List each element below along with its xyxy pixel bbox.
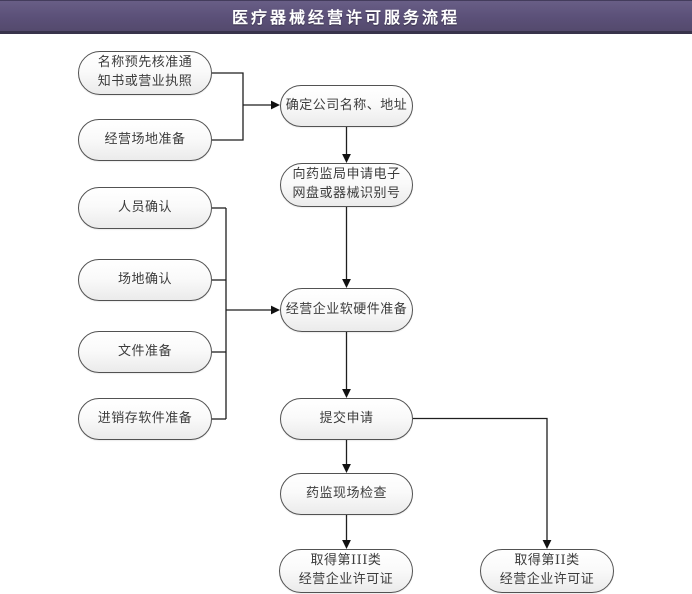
edge-preparation-to-confirm-company [212, 72, 280, 141]
flow-node-documents-prepare: 文件准备 [78, 331, 212, 373]
page-title: 医疗器械经营许可服务流程 [231, 8, 460, 27]
edge-submit-to-class2 [413, 417, 552, 549]
flow-node-inventory-software-prepare: 进销存软件准备 [78, 398, 212, 440]
flow-node-submit-application: 提交申请 [280, 398, 413, 440]
edge-submit-to-inspection [342, 440, 351, 473]
flow-node-apply-id: 向药监局申请电子 网盘或器械识别号 [280, 163, 413, 207]
flow-node-software-hardware: 经营企业软硬件准备 [280, 288, 413, 332]
flow-node-site-inspection: 药监现场检查 [280, 473, 413, 515]
flow-node-premises-prepare: 经营场地准备 [78, 119, 212, 161]
flow-node-class3-license: 取得第III类 经营企业许可证 [279, 549, 413, 593]
edge-software-hardware-to-submit [342, 332, 351, 398]
flow-node-class2-license: 取得第II类 经营企业许可证 [480, 549, 614, 593]
flow-node-personnel-confirm: 人员确认 [78, 187, 212, 229]
edge-apply-id-to-software-hardware [342, 207, 351, 288]
edge-confirm-company-to-apply-id [342, 127, 351, 163]
title-bar: 医疗器械经营许可服务流程 [0, 0, 692, 34]
edge-inspection-to-class3 [342, 515, 351, 549]
edge-preparations-to-software-hardware [212, 207, 280, 420]
flow-node-site-confirm: 场地确认 [78, 259, 212, 301]
flow-node-name-preapproval: 名称预先核准通 知书或营业执照 [78, 51, 212, 95]
flow-node-confirm-company: 确定公司名称、地址 [280, 85, 413, 127]
